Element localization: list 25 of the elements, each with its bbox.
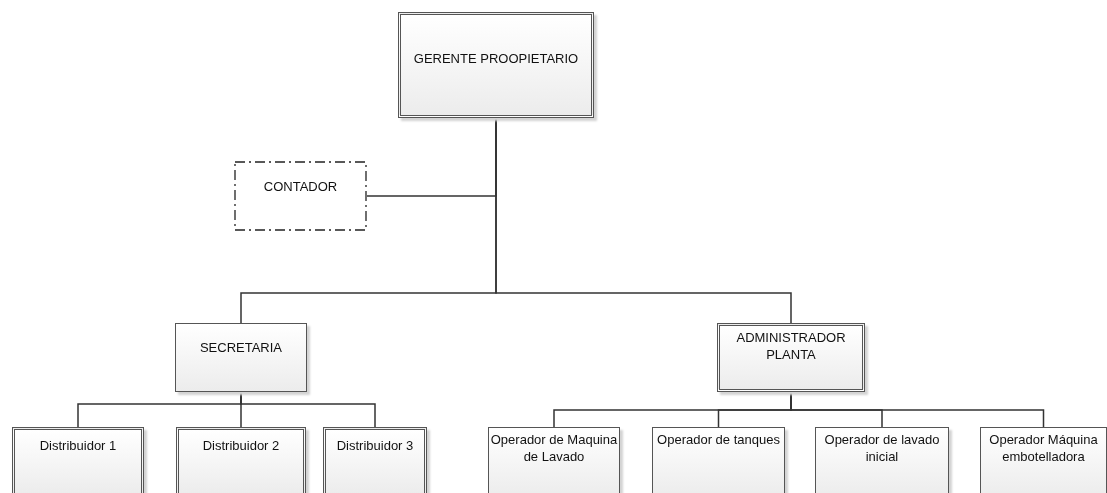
role-box: [652, 427, 785, 493]
role-box: [717, 323, 865, 392]
connector-line: [495, 117, 792, 324]
role-box: [323, 427, 427, 493]
role-title: GERENTE PROOPIETARIO: [412, 51, 580, 68]
role-title: ADMINISTRADOR PLANTA: [735, 330, 847, 364]
connector-line: [240, 391, 376, 428]
role-title: Distribuidor 1: [38, 438, 118, 455]
role-box: [12, 427, 144, 493]
role-title: CONTADOR: [262, 179, 339, 196]
role-title: Operador Máquina embotelladora: [988, 432, 1099, 466]
role-box: [175, 323, 307, 392]
dashed-role-box: [234, 161, 367, 231]
role-box: [815, 427, 949, 493]
role-title: SECRETARIA: [198, 340, 284, 357]
role-title: Operador de lavado inicial: [823, 432, 941, 466]
role-title: Distribuidor 3: [335, 438, 415, 455]
role-title: Operador de tanques: [656, 432, 781, 449]
role-title: Operador de Maquina de Lavado: [489, 432, 619, 466]
role-title: Distribuidor 2: [201, 438, 281, 455]
role-box: [398, 12, 594, 118]
role-box: [980, 427, 1107, 493]
role-box: [176, 427, 306, 493]
role-box: [488, 427, 620, 493]
connector-line: [790, 391, 1045, 428]
